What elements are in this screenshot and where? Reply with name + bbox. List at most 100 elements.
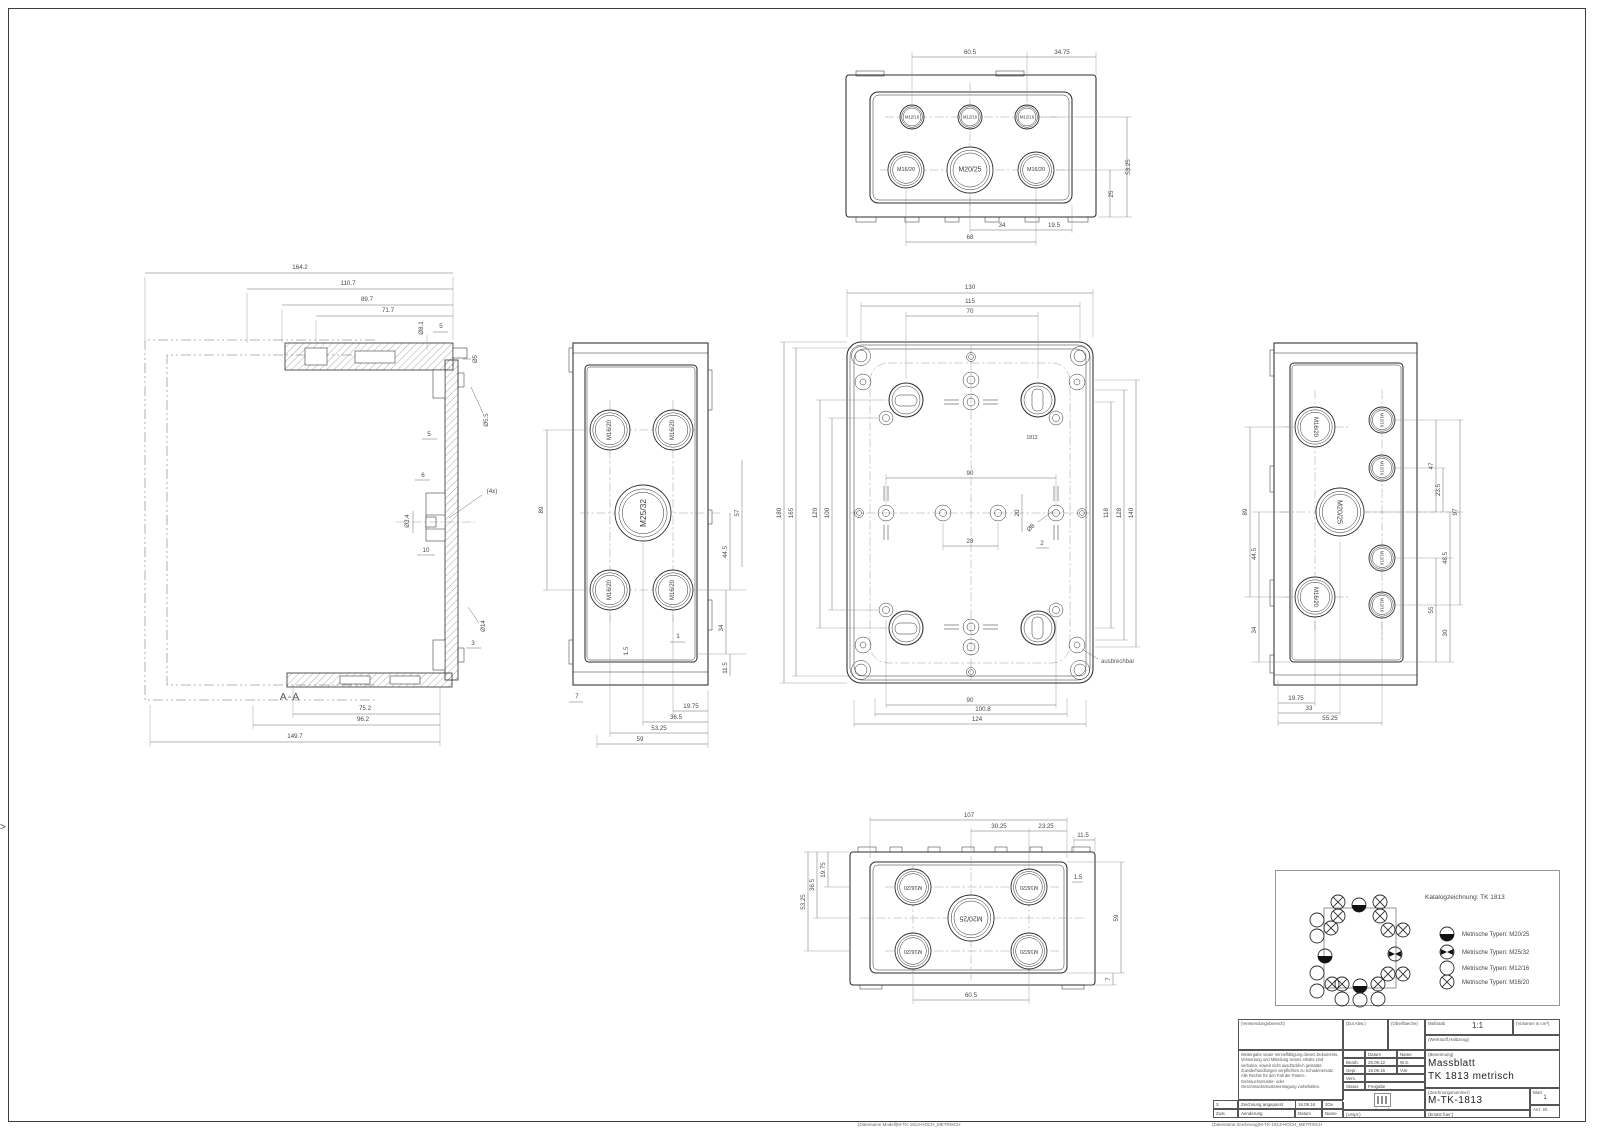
knockout-m20-25: M20/25 [947,894,995,942]
corner-screw [851,346,1090,680]
dim-label: 1.5 [623,646,630,655]
right-knockouts: M16/20 M12/16 M12/16 M20/25 M12/16 M16/2… [1294,406,1396,619]
knockout-ring [1294,576,1336,618]
legend-symbol-m12-16-icon [1309,983,1325,999]
knockout-ring [1368,544,1396,572]
datum-header-cell: Datum [1365,1050,1397,1058]
view-side-long: M16/20 M16/20 M25/32 M16/20 M16/20 89 57 [538,342,746,748]
knockout-m12-16: M12/16 [1014,104,1040,130]
knockout-ring [655,412,691,448]
top-enclosure [845,70,1097,223]
keyholes [854,373,1086,654]
dim-label: 6 [421,472,425,479]
knockout-ring [1020,154,1052,186]
section-phantom-lid [144,339,375,701]
spelsberg-logo: spelsberg [1343,1090,1425,1110]
bottom-knockouts: M16/20 M16/20 M20/25 M16/20 M16/20 [894,868,1048,970]
legend-item-label: Metrische Typen: M25/32 [1462,950,1530,956]
main-features: 1813 [851,346,1090,680]
dimension-lines: 164.2 110.7 89.7 71.7 Ø8.1 5 Ø5 Ø5.5 5 6… [144,264,497,746]
view-section-a-a: 164.2 110.7 89.7 71.7 Ø8.1 5 Ø5 Ø5.5 5 6… [144,264,497,746]
knockout-ring [618,488,668,538]
knockout-label: M16/20 [1312,417,1318,438]
vers-cell: Vers. [1343,1074,1365,1082]
knockout-ring [946,146,994,194]
sheet-frame [8,8,1586,1122]
filename-model: (Dateiname Modell)M-TK-1813-HOCH_METRISC… [858,1122,961,1127]
knockout-m12-16: M12/16 [899,104,925,130]
dim-label: 33 [1306,705,1313,712]
top-knockouts: M12/16 M12/16 M12/16 M16/20 M20/25 M16/2… [887,104,1055,194]
knockout-m16-20: M16/20 [1010,932,1048,970]
knockout-ring [894,932,932,970]
knockout-label: M20/25 [959,167,982,174]
dim-label: 44.5 [1251,547,1258,560]
dim-label: 28 [967,538,974,545]
knockout-ring [614,484,672,542]
right-enclosure [1269,342,1460,686]
legend-symbol-m12-16-icon [1309,928,1325,944]
legend-symbol-m16-20-icon [1323,920,1339,936]
knockout-ring [589,409,631,451]
knockout-label: M16/20 [897,167,915,173]
dim-label: 59 [637,736,644,743]
dim-label: 5 [439,323,443,330]
knockout-ring [902,107,922,127]
knockout-m16-20: M16/20 [887,151,925,189]
dimension-lines: 89 44.5 34 47 23.5 48.5 97 55 30 19.75 3… [1242,419,1463,726]
knockout-ring [899,873,927,901]
section-body [284,342,475,688]
note-ausbrechbar: ausbrechbar [1101,659,1134,665]
legal-text-cell: Weitergabe sowie Vervielfältigung dieses… [1238,1050,1343,1100]
name-header-cell: Name [1397,1050,1425,1058]
knockout-ring [897,871,929,903]
knockout-ring [892,156,920,184]
bearb-datum-cell: 25.09.12 [1365,1058,1397,1066]
dim-label: 34.75 [1054,49,1070,56]
dim-label: 5 [427,431,431,438]
dim-label: 120 [812,507,819,518]
dim-label: 19.5 [1048,222,1061,229]
knockout-m16-20: M16/20 [894,868,932,906]
knockout-ring [897,935,929,967]
dim-label: 20 [1014,509,1021,516]
knockout-m12-16: M12/16 [957,104,983,130]
knockout-label: M16/20 [607,579,613,600]
knockout-ring [1370,408,1394,432]
legend-item-label: Metrische Typen: M12/16 [1462,966,1530,972]
dim-label: 48.5 [1442,551,1449,564]
legend-symbol-m12-16-icon [1334,991,1350,1007]
dim-label: 60.5 [964,49,977,56]
knockout-m12-16: M12/16 [1368,591,1396,619]
dimension-lines: 130 115 70 180 165 120 100 90 28 20 Ø8 2… [776,284,1140,727]
knockout-label: M16/20 [670,419,676,440]
legend-symbol-m20-25-icon [1439,926,1455,942]
legend-item-label: Metrische Typen: M20/25 [1462,932,1530,938]
dim-label: 11.5 [1077,832,1089,839]
knockout-ring [949,149,991,191]
knockout-ring [652,569,694,611]
knockout-m16-20: M16/20 [894,932,932,970]
drawing-number: M-TK-1813 [1428,1095,1483,1106]
dim-label: 7 [575,693,579,700]
knockout-ring [1014,104,1040,130]
dim-label: 128 [1116,507,1123,518]
dim-label: 47 [1428,462,1435,469]
dim-label: 118 [1103,508,1110,518]
knockout-ring [652,409,694,451]
knockout-ring [592,572,628,608]
legend-symbol-m20-25-icon [1317,948,1333,964]
knockout-label: M12/16 [1020,115,1035,120]
knockout-label: M16/20 [904,884,922,890]
knockout-ring [594,414,626,446]
knockout-m16-20: M16/20 [589,409,631,451]
dim-label: 100.8 [975,706,991,713]
legend-symbol-m16-20-icon [1334,976,1350,992]
material-cell: (Werkstoff,Halbzeug) [1425,1035,1560,1050]
dimension-lines: 107 30.25 23.25 11.5 19.75 36.5 53.25 1.… [800,812,1125,1004]
knockout-ring [1013,935,1045,967]
knockout-ring [1370,593,1394,617]
dim-label: 36.5 [670,714,683,721]
dim-label: 34 [1251,626,1258,633]
